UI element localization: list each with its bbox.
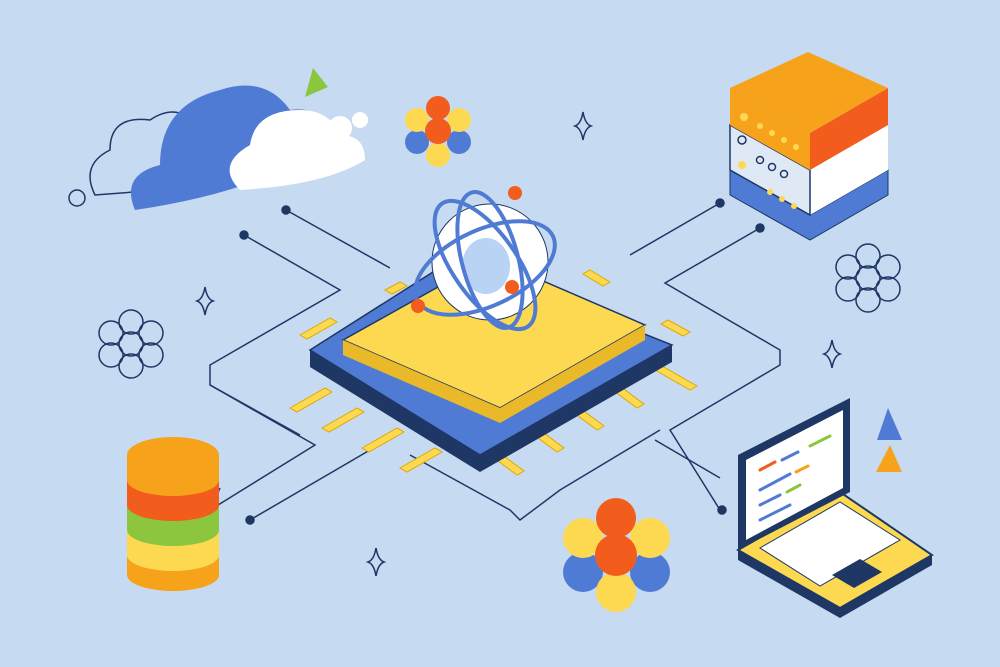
flower-outline-icon (835, 243, 901, 313)
triangle-icon (877, 408, 902, 440)
flower-outline-icon (98, 309, 164, 379)
laptop-icon (735, 398, 934, 618)
code-marks (758, 434, 832, 522)
circuit-lines (208, 198, 781, 525)
triangle-icon (876, 445, 902, 472)
triangle-icon (305, 68, 328, 97)
flower-icon (405, 96, 471, 167)
flower-icon (563, 498, 670, 612)
cpu-chip-icon (288, 257, 699, 476)
cloud-icon (68, 85, 368, 210)
atom-icon (411, 186, 557, 332)
database-icon (127, 437, 219, 591)
server-icon (729, 52, 889, 241)
sparkle-icon (194, 111, 843, 577)
